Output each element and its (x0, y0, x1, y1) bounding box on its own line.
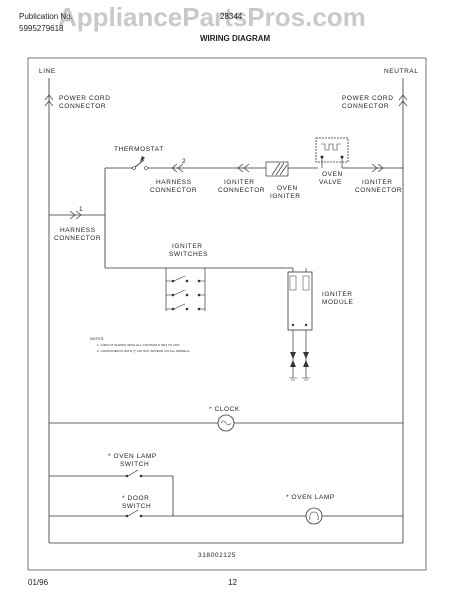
igniter-module (287, 271, 313, 331)
igniter-switches-label-2: SWITCHES (169, 251, 208, 258)
oven-igniter-label-2: IGNITER (270, 193, 301, 200)
model-number: 28344 (220, 12, 243, 21)
oven-lamp (305, 507, 323, 525)
igniter-connector-right-label-2: CONNECTOR (355, 187, 402, 194)
line-label: LINE (39, 68, 56, 75)
power-cord-left-label-2: CONNECTOR (59, 103, 106, 110)
thermostat-label: THERMOSTAT (114, 146, 164, 153)
part-number: 318002125 (198, 552, 236, 559)
clock-label: * CLOCK (209, 406, 240, 413)
publication-number: 5995279618 (19, 24, 64, 33)
connector-number-1: 1 (79, 206, 83, 213)
door-switch-label-1: * DOOR (122, 495, 149, 502)
igniter-connector-right-label-1: IGNITER (362, 179, 393, 186)
igniter-module-label-2: MODULE (322, 299, 353, 306)
oven-valve-label-2: VALVE (319, 179, 342, 186)
neutral-label: NEUTRAL (384, 68, 419, 75)
oven-lamp-switch-label-1: * OVEN LAMP (108, 453, 157, 460)
igniter-connector-right (371, 163, 384, 173)
oven-valve (315, 137, 349, 168)
thermostat-switch (132, 156, 148, 170)
igniter-switch-2 (166, 289, 205, 297)
notes-title: NOTES: (90, 337, 105, 341)
clock-motor (217, 414, 235, 432)
note-1: 1. CIRCUIT SHOWN WITH ALL CONTROLS SET T… (97, 343, 180, 347)
igniter-connector-left-label-1: IGNITER (224, 179, 255, 186)
oven-igniter-label-1: OVEN (277, 185, 298, 192)
oven-lamp-switch-label-2: SWITCH (120, 461, 149, 468)
note-2: 2. COMPONENTS WITH (*) DO NOT APPEAR ON … (97, 349, 190, 353)
footer-date: 01/96 (28, 578, 49, 587)
page-subtitle: WIRING DIAGRAM (200, 34, 271, 43)
igniter-connector-left (237, 163, 250, 173)
power-cord-connector-left (44, 94, 54, 107)
power-cord-right-label-1: POWER CORD (342, 95, 394, 102)
watermark: AppliancePartsPros.com (58, 2, 366, 32)
oven-valve-label-1: OVEN (322, 171, 343, 178)
power-cord-right-label-2: CONNECTOR (342, 103, 389, 110)
oven-lamp-switch (125, 469, 143, 478)
harness-connector-left-label-1: HARNESS (60, 227, 96, 234)
igniter-switch-1 (166, 275, 205, 283)
harness-connector-top (171, 163, 184, 173)
door-switch (125, 509, 143, 518)
oven-lamp-label: * OVEN LAMP (286, 494, 335, 501)
igniter-switch-3 (166, 303, 205, 311)
diagram-frame (27, 57, 427, 571)
igniter-connector-left-label-2: CONNECTOR (218, 187, 265, 194)
igniter-switches-label-1: IGNITER (172, 243, 203, 250)
spark-electrodes (289, 330, 310, 381)
harness-connector-top-label-1: HARNESS (156, 179, 192, 186)
door-switch-label-2: SWITCH (122, 503, 151, 510)
power-cord-connector-right (398, 94, 408, 107)
harness-connector-left (69, 210, 82, 220)
power-cord-left-label-1: POWER CORD (59, 95, 111, 102)
harness-connector-top-label-2: CONNECTOR (150, 187, 197, 194)
publication-label: Publication No. (19, 12, 73, 21)
igniter-module-label-1: IGNITER (322, 291, 353, 298)
footer-page-number: 12 (228, 578, 237, 587)
harness-connector-left-label-2: CONNECTOR (54, 235, 101, 242)
oven-igniter (265, 161, 289, 177)
connector-number-2: 2 (182, 158, 186, 165)
